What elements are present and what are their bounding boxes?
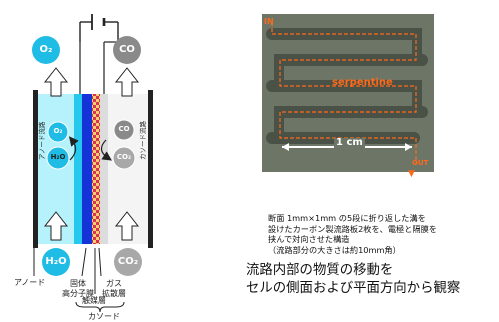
- membrane-layer: [82, 94, 92, 244]
- co-out-molecule: [113, 36, 141, 64]
- anode-diffusion-layer: [74, 94, 82, 244]
- catalyst-layer: [92, 94, 100, 244]
- co2-feed-label: CO₂: [117, 256, 139, 267]
- cell-diagram: [32, 14, 153, 313]
- cathode-brace: [75, 301, 125, 313]
- h2o-feed-label: H₂O: [45, 256, 67, 267]
- flow-arrow-anode-out: [43, 67, 69, 97]
- o2-in-label: O₂: [53, 127, 63, 135]
- in-label: IN: [264, 17, 274, 26]
- serpentine-photo: IN serpentine 1 cm: [262, 14, 434, 172]
- o2-out-label: O₂: [39, 44, 53, 55]
- h2o-feed-molecule: [42, 248, 70, 276]
- co2-feed-molecule: [114, 248, 142, 276]
- co-in-label: CO: [118, 125, 130, 133]
- co-in-molecule: [113, 119, 135, 141]
- serpentine-path: [271, 22, 417, 164]
- structure-caption: 断面 1mm×1mm の5段に折り返した溝を 設けたカーボン製流路板2枚を、電極…: [268, 213, 437, 255]
- gas-diffusion-label: ガス 拡散層: [102, 279, 126, 298]
- cathode-label: カソード: [88, 312, 120, 321]
- h2o-in-label: H₂O: [50, 153, 66, 161]
- anode-label: アノード: [14, 278, 46, 287]
- scale-label: 1 cm: [334, 137, 365, 148]
- co-out-label: CO: [119, 44, 135, 55]
- observation-text: 流路内部の物質の移動を セルの側面および平面方向から観察: [246, 263, 461, 296]
- cathode-diffusion-layer: [100, 94, 108, 244]
- cathode-plate: [148, 90, 153, 248]
- co2-in-label: CO₂: [116, 153, 132, 161]
- co2-in-molecule: [112, 146, 136, 170]
- serpentine-label: serpentine: [332, 77, 393, 88]
- o2-out-molecule: [32, 36, 60, 64]
- o2-in-molecule: [47, 121, 69, 143]
- h2o-in-molecule: [46, 146, 70, 170]
- anode-channel-label: アノード流路: [38, 121, 46, 160]
- flow-arrow-cathode-out: [114, 67, 140, 97]
- catalyst-label: 触媒層: [82, 296, 106, 305]
- power-source-wire: [79, 14, 119, 42]
- anode-plate: [33, 90, 38, 248]
- label-leaders: [33, 247, 102, 294]
- out-arrow-icon: ▼: [408, 169, 415, 179]
- membrane-label: 固体 高分子膜: [62, 279, 94, 298]
- flow-arrow-cathode-in: [114, 211, 140, 241]
- flow-arrow-anode-in: [43, 211, 69, 241]
- out-label: OUT: [412, 159, 429, 167]
- cathode-channel-label: カソード流路: [139, 121, 147, 160]
